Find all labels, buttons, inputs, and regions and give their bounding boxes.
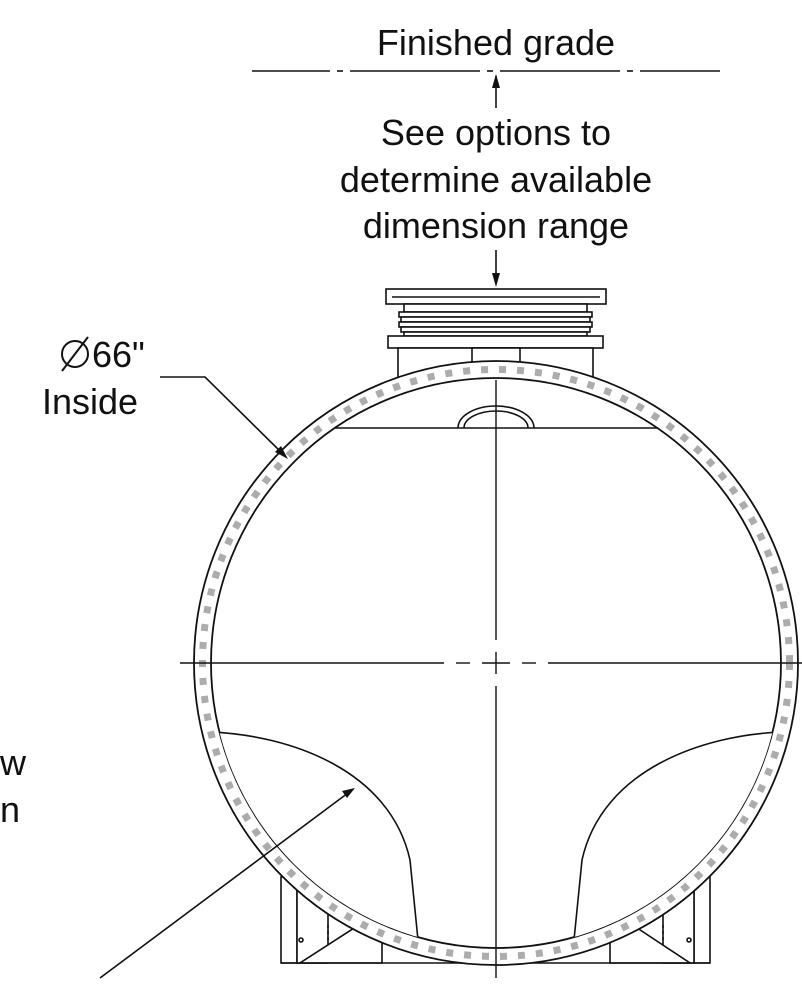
options-note-line3: dimension range bbox=[362, 205, 630, 246]
diameter-icon bbox=[61, 336, 89, 372]
dimension-arrow-down bbox=[492, 250, 500, 287]
cutoff-leader bbox=[99, 788, 355, 979]
centerlines bbox=[180, 380, 802, 978]
dimension-arrow-up bbox=[492, 74, 500, 108]
options-note-line1: See options to bbox=[380, 112, 612, 153]
diameter-value: 66" bbox=[92, 334, 145, 375]
cutoff-label-line2: n bbox=[0, 789, 21, 830]
finished-grade-label: Finished grade bbox=[376, 22, 616, 63]
cutoff-label-line1: w bbox=[0, 742, 26, 783]
options-note-line2: determine available bbox=[339, 159, 653, 200]
riser-ribs bbox=[398, 303, 593, 337]
manway-lid bbox=[385, 288, 607, 305]
diameter-leader bbox=[160, 376, 288, 459]
diameter-note: Inside bbox=[42, 381, 139, 422]
